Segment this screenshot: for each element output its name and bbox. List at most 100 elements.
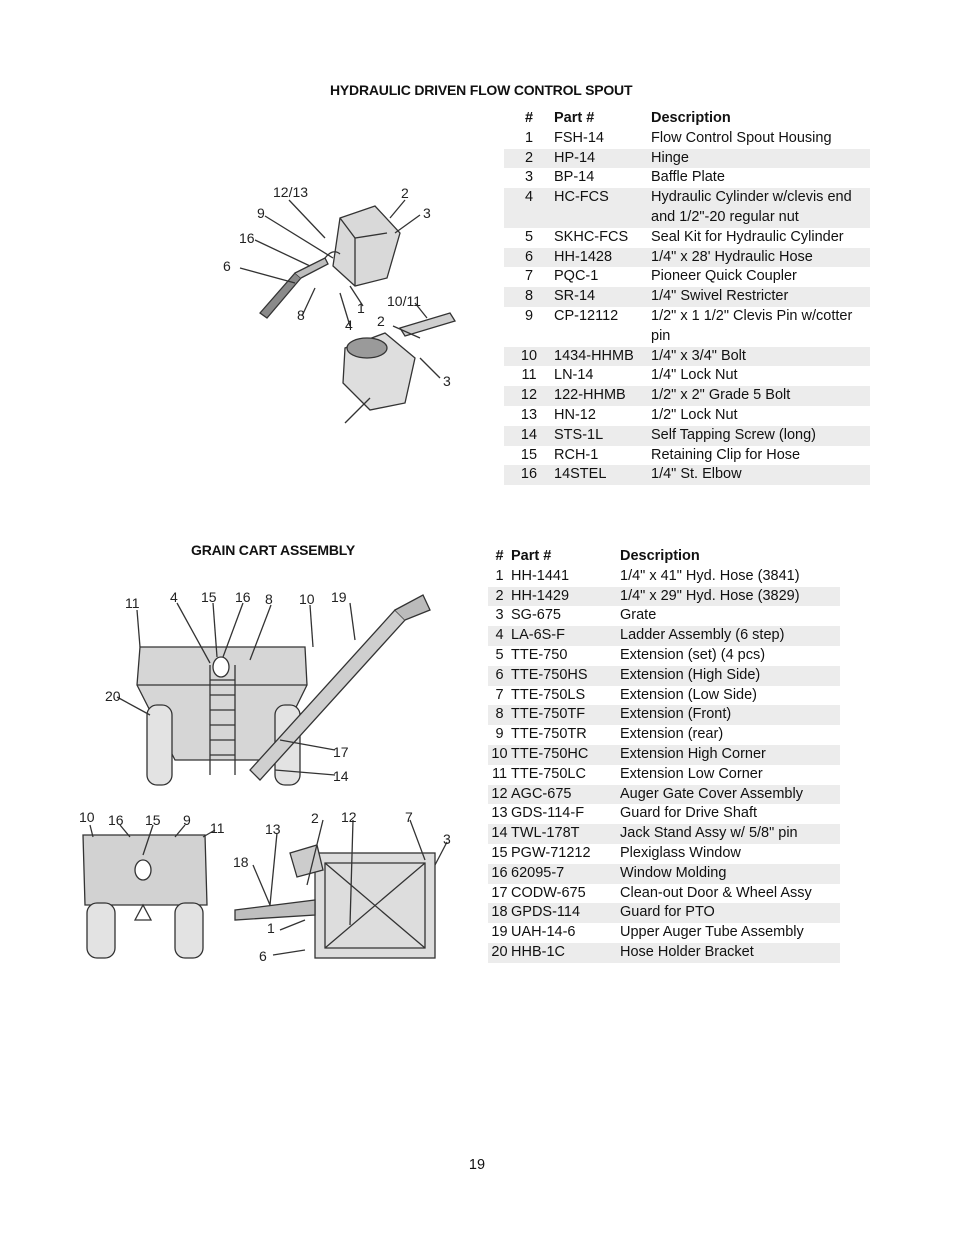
part-description: Seal Kit for Hydraulic Cylinder bbox=[651, 228, 844, 245]
part-description: 1/4" Swivel Restricter bbox=[651, 287, 870, 307]
callout-label: 6 bbox=[259, 948, 267, 964]
callout-label: 11 bbox=[125, 595, 140, 611]
part-code: TTE-750LS bbox=[511, 686, 586, 703]
part-code: TTE-750LC bbox=[511, 765, 586, 782]
part-code: HH-1428 bbox=[554, 247, 651, 268]
part-number-index: 10 bbox=[488, 744, 511, 765]
callout-label: 18 bbox=[233, 854, 249, 870]
part-description: Clean-out Door & Wheel Assy bbox=[620, 884, 812, 901]
callout-label: 16 bbox=[235, 589, 251, 605]
part-number-index: 19 bbox=[491, 924, 508, 941]
part-description: Jack Stand Assy w/ 5/8" pin bbox=[620, 824, 840, 844]
callout-label: 3 bbox=[423, 205, 431, 221]
part-number-index: 17 bbox=[491, 884, 508, 901]
part-code: STS-1L bbox=[554, 425, 651, 446]
part-code: UAH-14-6 bbox=[511, 924, 576, 941]
part-description: Auger Gate Cover Assembly bbox=[620, 784, 840, 805]
part-number-index: 9 bbox=[495, 726, 504, 743]
part-number-index: 11 bbox=[521, 367, 537, 384]
part-code: TWL-178T bbox=[511, 824, 620, 844]
part-code: HN-12 bbox=[554, 406, 596, 423]
part-number-index: 14 bbox=[504, 425, 554, 446]
callout-label: 1 bbox=[267, 920, 275, 936]
part-code: TTE-750TR bbox=[511, 726, 587, 743]
callout-label: 9 bbox=[257, 205, 265, 221]
part-code: 14STEL bbox=[554, 465, 651, 486]
part-description: Guard for Drive Shaft bbox=[620, 805, 757, 822]
callout-label: 4 bbox=[345, 317, 353, 333]
table-header-row: # Part # Description bbox=[504, 109, 870, 129]
part-number-index: 3 bbox=[495, 607, 504, 624]
callout-label: 13 bbox=[265, 821, 281, 837]
callout-label: 12/13 bbox=[273, 184, 308, 200]
part-description: Extension (Front) bbox=[620, 705, 840, 726]
callout-label: 15 bbox=[145, 812, 161, 828]
part-description: Hose Holder Bracket bbox=[620, 942, 840, 963]
callout-label: 10 bbox=[299, 591, 315, 607]
callout-label: 11 bbox=[210, 820, 225, 836]
column-header-part: Part # bbox=[511, 548, 552, 564]
part-number-index: 10 bbox=[504, 346, 554, 367]
column-header-number: # bbox=[524, 110, 534, 126]
part-number-index: 3 bbox=[524, 169, 534, 186]
part-code: TTE-750HS bbox=[511, 665, 620, 686]
part-description: Retaining Clip for Hose bbox=[651, 446, 801, 463]
callout-label: 2 bbox=[401, 185, 409, 201]
part-number-index: 15 bbox=[520, 446, 538, 463]
part-description: Ladder Assembly (6 step) bbox=[620, 626, 840, 646]
part-description: 1/4" Lock Nut bbox=[651, 367, 738, 384]
column-header-description: Description bbox=[620, 548, 700, 564]
part-description: Baffle Plate bbox=[651, 169, 725, 186]
callout-label: 12 bbox=[341, 809, 357, 825]
part-number-index: 11 bbox=[491, 765, 508, 782]
part-number-index: 7 bbox=[495, 686, 504, 703]
callout-label: 16 bbox=[239, 230, 255, 246]
part-number-index: 6 bbox=[504, 247, 554, 268]
callout-label: 16 bbox=[108, 812, 124, 828]
callout-label: 1 bbox=[357, 300, 365, 316]
part-number-index: 13 bbox=[491, 805, 508, 822]
part-description: 1/2" Lock Nut bbox=[651, 406, 738, 423]
part-number-index: 8 bbox=[504, 287, 554, 307]
callout-label: 19 bbox=[331, 589, 347, 605]
part-code: TTE-750HC bbox=[511, 744, 620, 765]
part-number-index: 9 bbox=[524, 307, 534, 324]
part-description: Pioneer Quick Coupler bbox=[651, 268, 797, 285]
part-number-index: 13 bbox=[520, 406, 538, 423]
part-number-index: 5 bbox=[524, 228, 534, 245]
part-description: 1/4" x 41" Hyd. Hose (3841) bbox=[620, 567, 800, 584]
part-description: Flow Control Spout Housing bbox=[651, 129, 832, 146]
callout-label: 10/11 bbox=[387, 293, 421, 309]
part-description: Extension Low Corner bbox=[620, 765, 763, 782]
part-code: 62095-7 bbox=[511, 863, 620, 884]
table-header-row: # Part # Description bbox=[488, 547, 840, 567]
callout-label: 3 bbox=[443, 831, 451, 847]
callout-label: 20 bbox=[105, 688, 121, 704]
flow-control-spout-diagram: 12/13 2 9 3 16 6 8 1 4 10/11 2 3 bbox=[223, 184, 457, 424]
part-number-index: 4 bbox=[504, 188, 554, 228]
part-number-index: 4 bbox=[488, 626, 511, 646]
part-description: Hinge bbox=[651, 148, 870, 169]
callout-label: 3 bbox=[443, 373, 451, 389]
part-description: 1/2" x 2" Grade 5 Bolt bbox=[651, 386, 870, 406]
part-code: PQC-1 bbox=[554, 268, 599, 285]
callout-label: 4 bbox=[170, 589, 178, 605]
part-code: 122-HHMB bbox=[554, 386, 651, 406]
